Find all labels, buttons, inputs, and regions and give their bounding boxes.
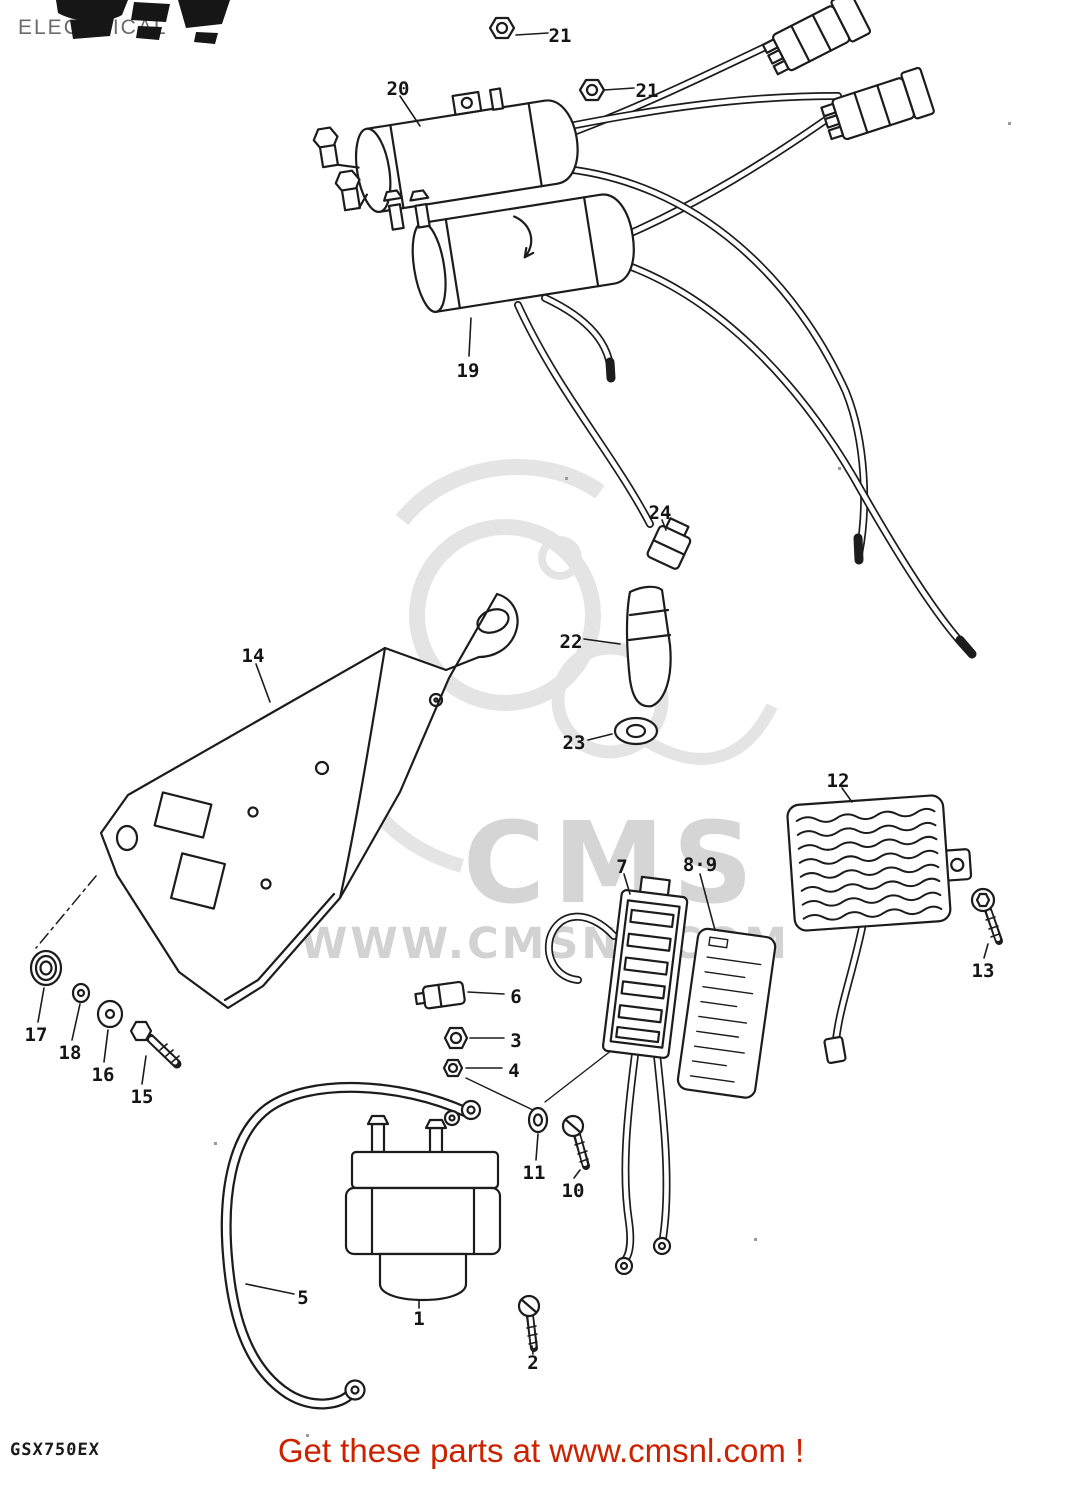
terminal-nut bbox=[578, 78, 606, 102]
plug-cap-grommet bbox=[613, 716, 659, 746]
coil-terminal-stud bbox=[414, 202, 431, 229]
callout-21a: 21 bbox=[549, 25, 572, 47]
callout-4: 4 bbox=[508, 1060, 519, 1082]
wire-connector bbox=[823, 1035, 847, 1065]
line-drawing bbox=[29, 0, 1011, 1437]
relay-terminal-stud bbox=[428, 1126, 444, 1156]
callout-6: 6 bbox=[510, 986, 521, 1008]
nut-4 bbox=[442, 1058, 464, 1078]
callout-2: 2 bbox=[527, 1352, 538, 1374]
callout-20: 20 bbox=[387, 78, 410, 100]
coil-terminal-stud bbox=[387, 203, 405, 231]
ring-terminal bbox=[443, 1109, 461, 1127]
battery-cable-ring-terminal bbox=[344, 1379, 366, 1401]
top-left-print-artifact bbox=[56, 0, 230, 44]
callout-leader-lines bbox=[37, 32, 989, 1355]
alignment-line bbox=[465, 1049, 613, 1111]
plug-wire-joint bbox=[646, 517, 692, 570]
wiring-harness bbox=[226, 40, 977, 1404]
callout-1: 1 bbox=[413, 1308, 424, 1330]
washer-18 bbox=[71, 982, 91, 1004]
fuse-box bbox=[601, 875, 689, 1059]
callout-13: 13 bbox=[972, 960, 995, 982]
alignment-dash-line bbox=[35, 875, 97, 949]
harness-connector-upper bbox=[761, 0, 872, 76]
mounting-bracket bbox=[35, 592, 519, 1010]
ring-terminal bbox=[652, 1236, 672, 1256]
watermark-brand-text: CMS bbox=[463, 799, 761, 929]
part-callouts: 20 21 21 19 24 22 23 14 12 7 8·9 13 6 3 … bbox=[25, 25, 995, 1374]
washer-11 bbox=[527, 1106, 549, 1134]
callout-11: 11 bbox=[523, 1162, 546, 1184]
callout-21b: 21 bbox=[636, 80, 659, 102]
callout-18: 18 bbox=[59, 1042, 82, 1064]
callout-19: 19 bbox=[457, 360, 480, 382]
ring-terminal bbox=[614, 1256, 634, 1276]
callout-3: 3 bbox=[510, 1030, 521, 1052]
callout-17: 17 bbox=[25, 1024, 48, 1046]
callout-12: 12 bbox=[827, 770, 850, 792]
callout-7: 7 bbox=[616, 856, 627, 878]
footer-promo-text[interactable]: Get these parts at www.cmsnl.com ! bbox=[277, 1432, 805, 1469]
harness-connector-lower bbox=[820, 66, 935, 141]
grommet-17 bbox=[29, 949, 63, 987]
wire-end-tip bbox=[853, 533, 864, 565]
spark-plug-cap bbox=[625, 585, 672, 708]
starter-relay bbox=[344, 1109, 502, 1302]
screw-10 bbox=[561, 1114, 590, 1170]
callout-14: 14 bbox=[242, 645, 265, 667]
callout-15: 15 bbox=[131, 1086, 154, 1108]
wire-end-tip bbox=[605, 357, 616, 383]
ignition-coil-lower bbox=[383, 189, 635, 313]
callout-5: 5 bbox=[297, 1287, 308, 1309]
rectifier-regulator bbox=[786, 794, 973, 932]
bolt-15 bbox=[129, 1020, 182, 1069]
callout-8-9: 8·9 bbox=[683, 854, 717, 876]
callout-16: 16 bbox=[92, 1064, 115, 1086]
callout-23: 23 bbox=[563, 732, 586, 754]
scan-noise bbox=[214, 122, 1011, 1437]
wire-end-tip bbox=[955, 635, 977, 659]
callout-10: 10 bbox=[562, 1180, 585, 1202]
bullet-connector-6 bbox=[414, 980, 466, 1010]
screw-13 bbox=[970, 887, 1003, 945]
callout-22: 22 bbox=[560, 631, 583, 653]
rotation-arrow bbox=[513, 215, 535, 259]
ignition-coil-upper bbox=[312, 87, 579, 213]
fuse-box-cover bbox=[676, 927, 777, 1099]
washer-16 bbox=[96, 999, 124, 1029]
screw-2 bbox=[517, 1294, 541, 1352]
battery-cable-ring-terminal bbox=[460, 1099, 482, 1121]
relay-terminal-stud bbox=[370, 1122, 386, 1154]
terminal-nut bbox=[488, 16, 516, 40]
callout-24: 24 bbox=[649, 502, 672, 524]
watermark-graphic bbox=[339, 459, 778, 873]
coil-terminal-stud bbox=[488, 87, 505, 111]
nut-3 bbox=[443, 1026, 469, 1050]
